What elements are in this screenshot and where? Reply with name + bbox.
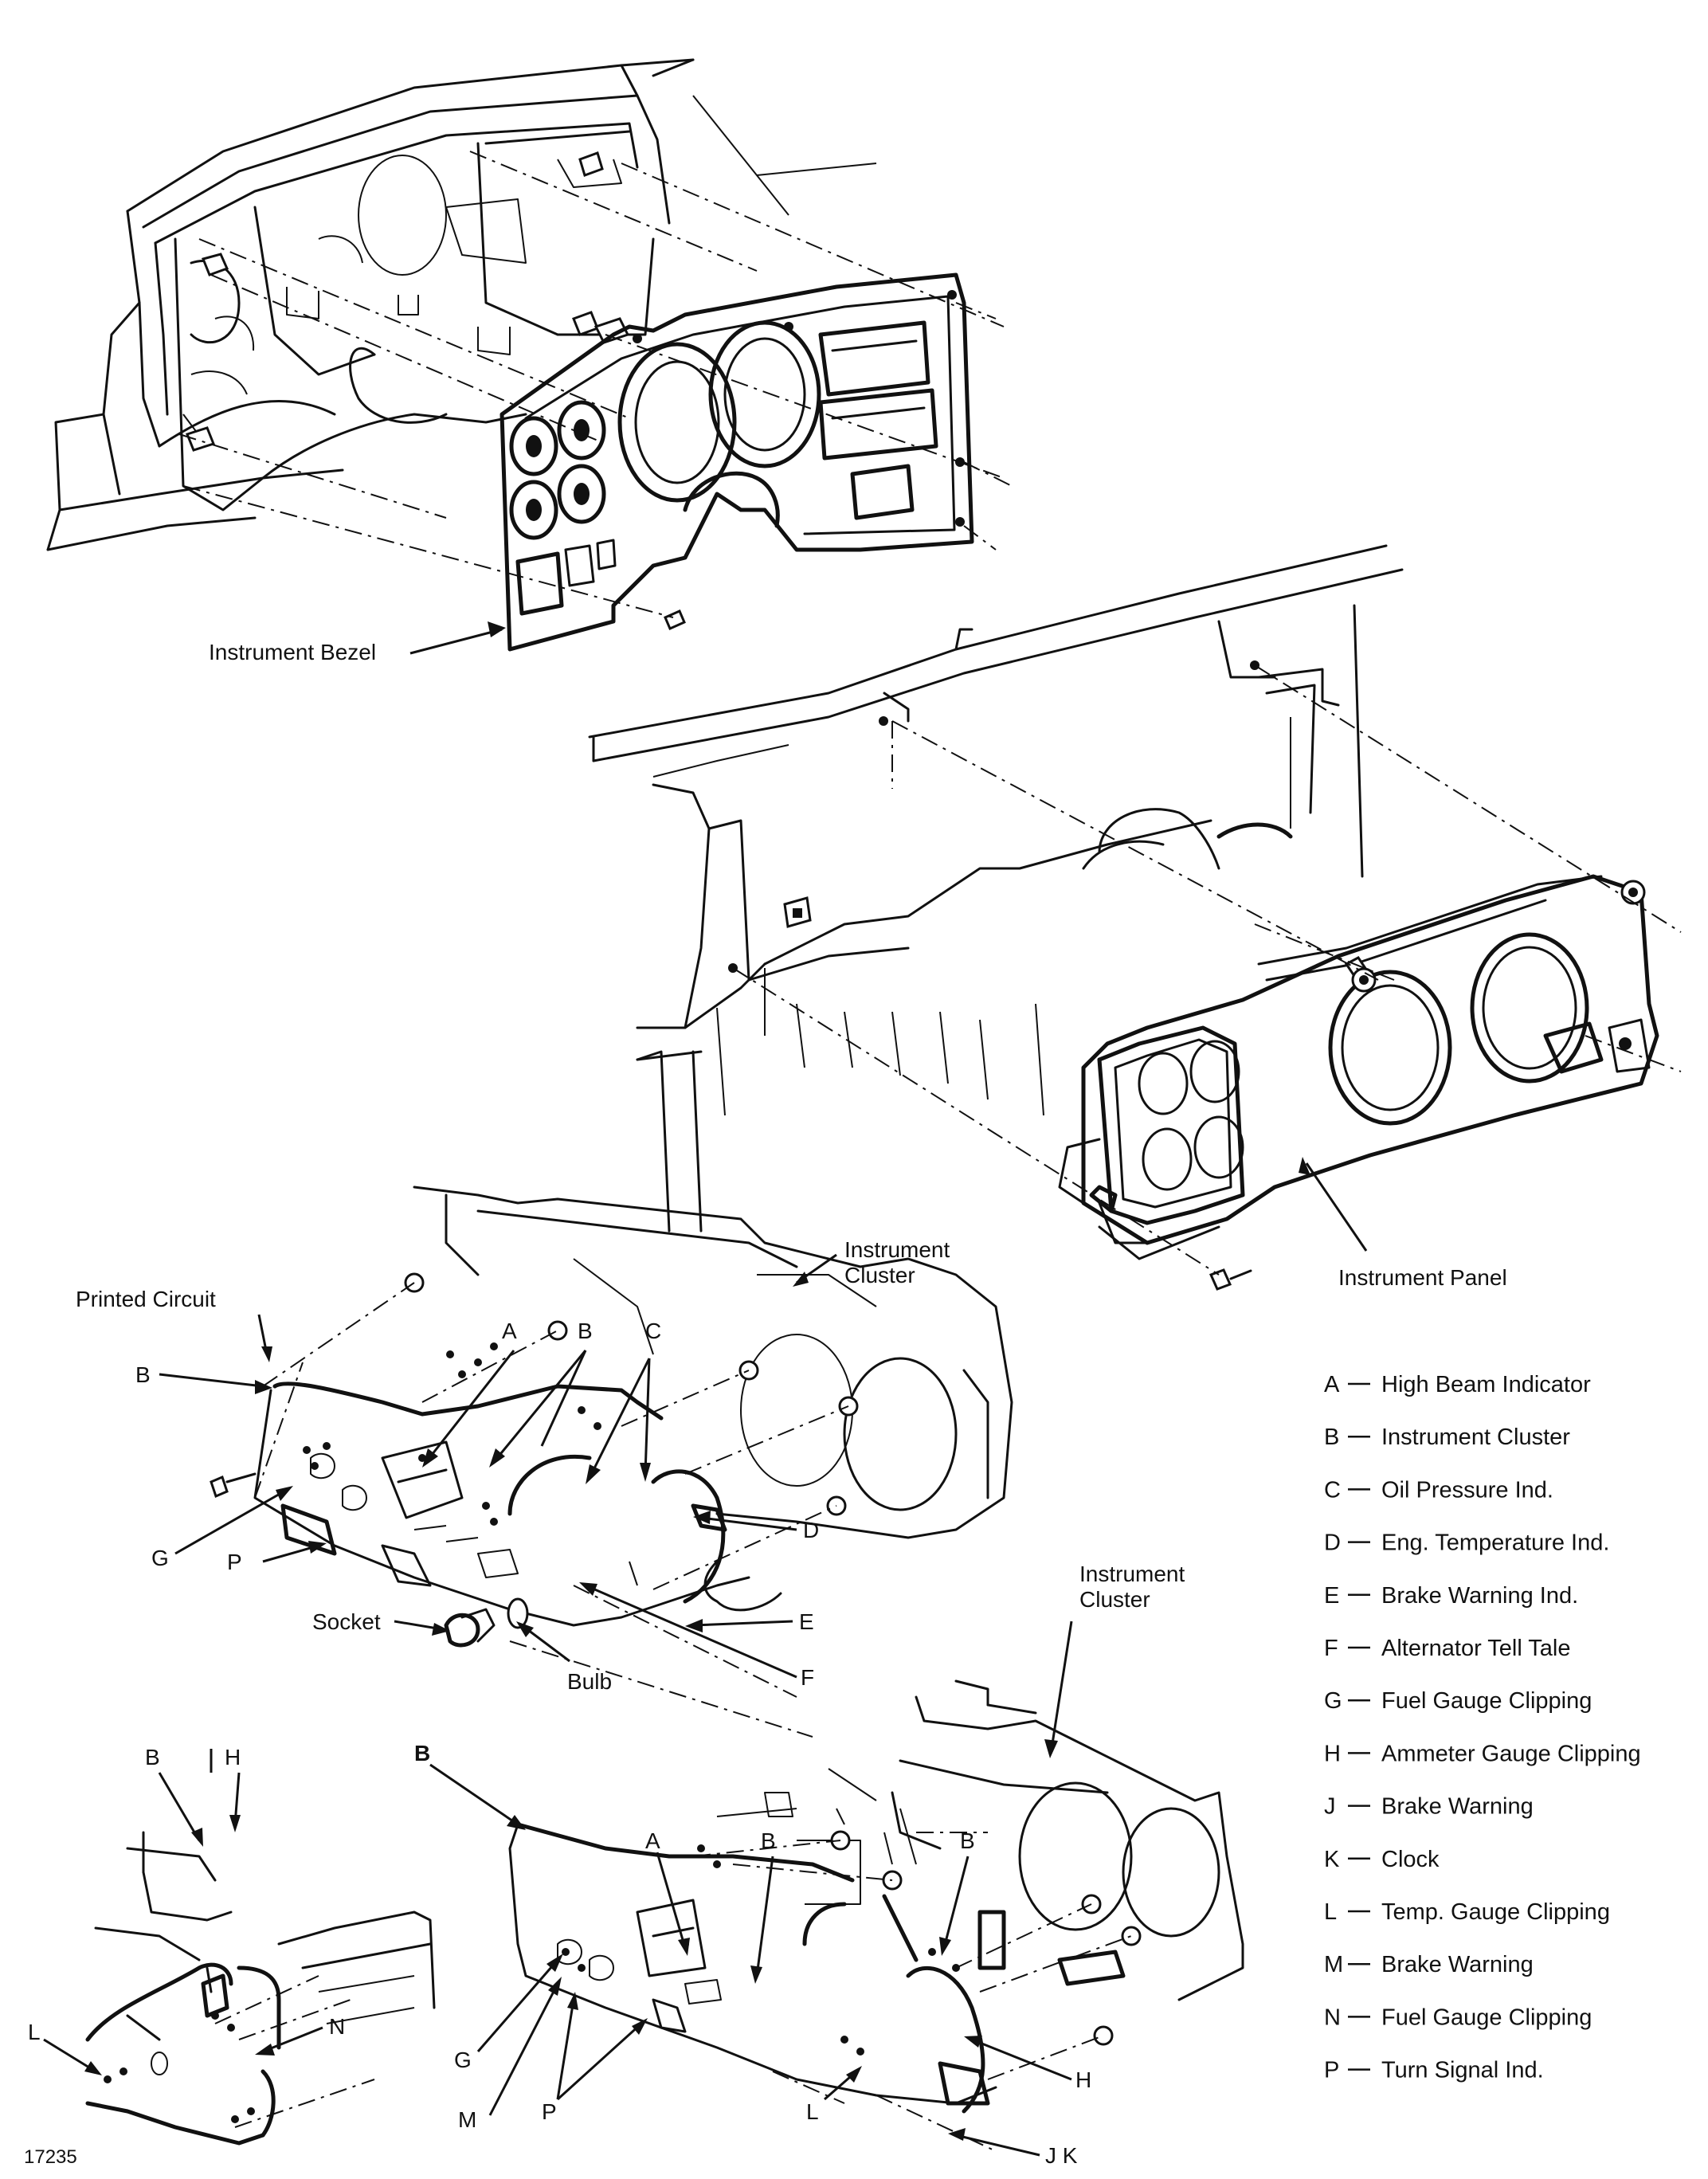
legend-key: G (1324, 1688, 1342, 1714)
letter-L-lower-left: L (28, 2020, 41, 2044)
legend-row-A: A High Beam Indicator (1324, 1372, 1591, 1397)
legend-key: E (1324, 1583, 1339, 1609)
legend-key: H (1324, 1741, 1341, 1766)
letter-M-lower: M (458, 2107, 476, 2132)
letter-G-lower: G (454, 2048, 472, 2072)
label-socket: Socket (312, 1609, 381, 1634)
legend-row-F: F Alternator Tell Tale (1324, 1636, 1571, 1661)
legend-text: Brake Warning (1381, 1794, 1534, 1820)
upper-cluster-printed-circuit-drawing (210, 1186, 1013, 1648)
legend-text: Turn Signal Ind. (1381, 2058, 1544, 2083)
figure-number: 17235 (24, 2146, 77, 2168)
panel-projection-lines (732, 664, 1682, 1276)
letter-A-upper: A (502, 1319, 517, 1343)
legend-key: B (1324, 1425, 1339, 1450)
instrument-panel-cluster-drawing (1058, 822, 1659, 1291)
legend-text: Fuel Gauge Clipping (1381, 2005, 1592, 2030)
label-bulb: Bulb (567, 1669, 612, 1694)
letter-B-upper: B (578, 1319, 593, 1343)
legend-key: F (1324, 1636, 1338, 1661)
legend-key: N (1324, 2005, 1341, 2030)
letter-B-lower-right-3: B (960, 1828, 975, 1853)
legend-row-C: C Oil Pressure Ind. (1324, 1477, 1553, 1503)
legend-key: C (1324, 1477, 1341, 1503)
legend-key: J (1324, 1794, 1336, 1820)
letter-B-lower-right-1: B (414, 1741, 430, 1766)
legend-row-H: H Ammeter Gauge Clipping (1324, 1741, 1641, 1766)
letter-B-left: B (135, 1362, 151, 1387)
label-instrument-bezel: Instrument Bezel (209, 640, 376, 664)
legend-key: P (1324, 2058, 1339, 2083)
label-instrument-cluster-bottom-line2: Cluster (1079, 1587, 1150, 1612)
letter-P-lower: P (542, 2099, 557, 2124)
legend-row-E: E Brake Warning Ind. (1324, 1583, 1578, 1609)
label-instrument-panel: Instrument Panel (1338, 1265, 1507, 1290)
lower-left-cluster-drawing (85, 1831, 436, 2146)
legend-text: Brake Warning (1381, 1952, 1534, 1977)
letter-F-upper: F (801, 1665, 814, 1690)
callout-labels: Instrument Bezel Instrument Panel Instru… (28, 640, 1507, 2168)
legend-text: Temp. Gauge Clipping (1381, 1899, 1610, 1925)
legend-row-B: B Instrument Cluster (1324, 1425, 1570, 1450)
letter-H-lower-left: H (225, 1745, 241, 1769)
letter-P-upper: P (227, 1550, 242, 1574)
legend-key: A (1324, 1372, 1340, 1397)
legend-row-G: G Fuel Gauge Clipping (1324, 1688, 1592, 1714)
letter-H-lower-right: H (1075, 2067, 1091, 2092)
legend-row-P: P Turn Signal Ind. (1324, 2058, 1544, 2083)
legend-text: Instrument Cluster (1381, 1425, 1570, 1450)
legend-text: Fuel Gauge Clipping (1381, 1688, 1592, 1714)
legend-row-M: M Brake Warning (1324, 1952, 1534, 1977)
legend-key: M (1324, 1952, 1343, 1977)
letter-C-upper: C (645, 1319, 661, 1343)
legend-row-J: J Brake Warning (1324, 1794, 1534, 1820)
legend-text: Clock (1381, 1847, 1440, 1872)
letter-JK-lower-right: J K (1045, 2143, 1078, 2168)
legend-text: High Beam Indicator (1381, 1372, 1591, 1397)
letter-D-upper: D (803, 1518, 819, 1542)
letter-E-upper: E (799, 1609, 814, 1634)
letter-B-lower-right-2: B (761, 1828, 776, 1853)
letter-N-lower-left: N (329, 2014, 345, 2039)
dash-housing-drawing (46, 58, 877, 551)
label-instrument-cluster-bottom-line1: Instrument (1079, 1562, 1185, 1586)
letter-L-lower-right: L (806, 2099, 819, 2124)
letter-B-lower-left: B (145, 1745, 160, 1769)
legend-row-L: L Temp. Gauge Clipping (1324, 1899, 1610, 1925)
legend-row-K: K Clock (1324, 1847, 1440, 1872)
lower-right-cluster-drawing (508, 1679, 1244, 2114)
letter-G-upper: G (151, 1546, 169, 1570)
legend-text: Alternator Tell Tale (1381, 1636, 1571, 1661)
circuit-projection-lines (254, 1282, 849, 1738)
legend-row-N: N Fuel Gauge Clipping (1324, 2005, 1592, 2030)
legend-text: Oil Pressure Ind. (1381, 1477, 1553, 1503)
leader-lines (43, 621, 1368, 2157)
lower-projection-lines (692, 1832, 1132, 2152)
letter-A-lower: A (645, 1828, 660, 1853)
legend-row-D: D Eng. Temperature Ind. (1324, 1530, 1609, 1556)
label-instrument-cluster-top: Instrument Cluster (844, 1237, 956, 1287)
label-instrument-cluster-top-line1: Instrument (844, 1237, 950, 1262)
label-instrument-cluster-bottom: Instrument Cluster (1079, 1562, 1191, 1612)
legend-key: D (1324, 1530, 1341, 1556)
legend-text: Eng. Temperature Ind. (1381, 1530, 1609, 1556)
bezel-projection-lines (178, 151, 1013, 618)
instrument-panel-carrier-drawing (588, 544, 1404, 1233)
label-printed-circuit: Printed Circuit (76, 1287, 216, 1311)
legend-text: Brake Warning Ind. (1381, 1583, 1578, 1609)
legend-text: Ammeter Gauge Clipping (1381, 1741, 1641, 1766)
label-instrument-cluster-top-line2: Cluster (844, 1263, 915, 1287)
instrument-bezel-drawing (499, 272, 974, 652)
legend-key: K (1324, 1847, 1340, 1872)
legend-key: L (1324, 1899, 1337, 1925)
